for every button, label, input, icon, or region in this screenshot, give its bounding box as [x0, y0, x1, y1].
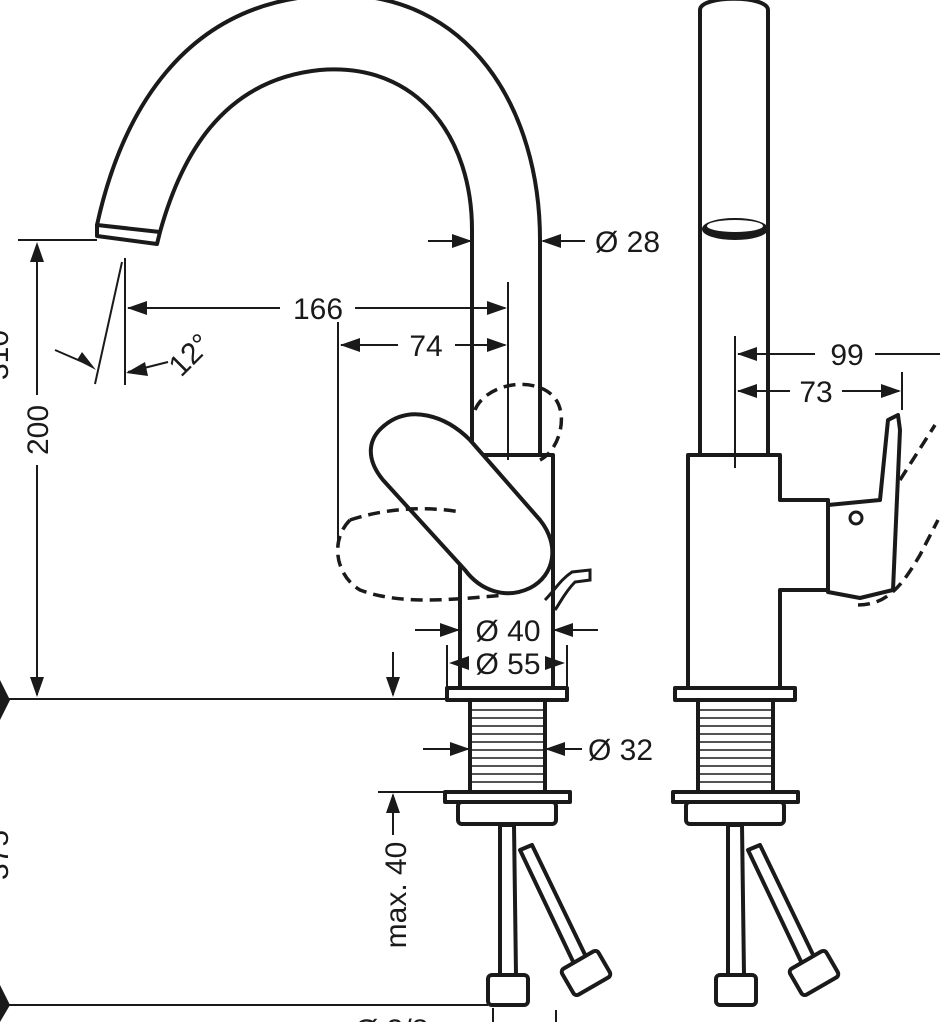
dim-12-deg: 12° [163, 328, 218, 383]
handle-dashed-down [335, 507, 506, 602]
dim-74: 74 [409, 330, 442, 363]
handle-dashed-up [473, 382, 564, 462]
side-hose-left [726, 823, 746, 977]
dim-375: 375 [0, 830, 15, 880]
supply-hose-right [518, 843, 592, 974]
side-hose-right [746, 843, 820, 974]
side-hose-end-right [787, 948, 841, 998]
thread-lines [472, 709, 543, 783]
side-body [686, 453, 830, 692]
dim-dia-28: Ø 28 [595, 226, 660, 259]
side-dimensions: 99 73 [734, 336, 940, 468]
side-handle-screw [848, 510, 864, 526]
front-dimensions: 200 310 375 Ø 28 166 74 12° [0, 226, 660, 1022]
spout-inner-curve [158, 67, 474, 455]
dim-dia-32: Ø 32 [588, 734, 653, 767]
dim-310: 310 [0, 330, 15, 380]
hose-end-left [486, 973, 530, 1007]
handle-lever [368, 412, 555, 596]
side-mounting-nut [684, 800, 786, 826]
side-hose-end-left [714, 973, 758, 1007]
dim-dia-55: Ø 55 [475, 648, 540, 681]
mounting-nut [456, 800, 558, 826]
supply-hose-left [498, 823, 518, 977]
spout-tip [95, 223, 162, 246]
dim-166: 166 [293, 293, 343, 326]
dim-max-40: max. 40 [380, 842, 413, 949]
hose-end-right [559, 948, 613, 998]
side-handle-dashed [857, 424, 940, 607]
front-view [0, 0, 613, 1007]
dim-dia-40: Ø 40 [475, 615, 540, 648]
dim-99: 99 [830, 339, 863, 372]
popup-rod [543, 568, 592, 611]
threaded-shank [468, 698, 547, 797]
side-view [671, 0, 940, 1007]
side-handle [826, 413, 902, 600]
side-thread-lines [700, 709, 771, 783]
dim-73: 73 [799, 376, 832, 409]
dim-200: 200 [22, 405, 55, 455]
dim-dia-3-8: Ø 3/8 [355, 1014, 428, 1022]
side-threaded-shank [696, 698, 775, 797]
